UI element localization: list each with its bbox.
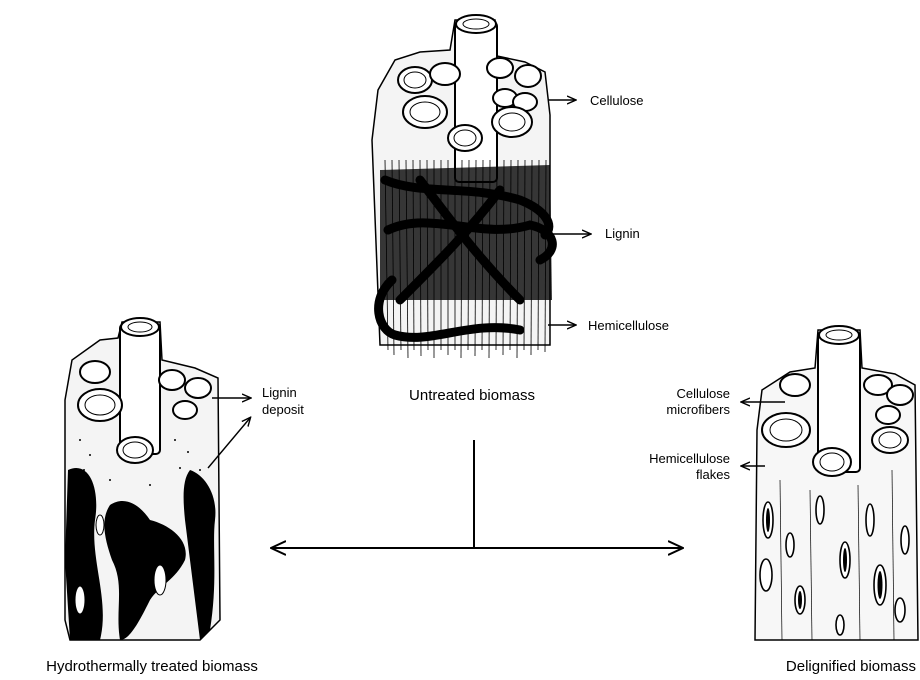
hemicellulose-flakes-label-line1: Hemicellulose (649, 451, 730, 466)
untreated-biomass-illustration (372, 15, 552, 358)
treatment-branch-arrows (272, 440, 682, 548)
lignin-deposit-label-line2: deposit (262, 402, 304, 417)
lignin-deposit-label-line1: Lignin (262, 385, 297, 400)
untreated-caption: Untreated biomass (409, 387, 535, 404)
delignified-caption: Delignified biomass (786, 658, 916, 675)
cellulose-microfibers-label-line2: microfibers (666, 402, 730, 417)
hydrothermal-biomass-illustration (65, 318, 220, 640)
lignin-label: Lignin (605, 226, 640, 241)
hemicellulose-flakes-label-line2: flakes (696, 467, 730, 482)
delignified-biomass-illustration (755, 326, 918, 640)
hydrothermal-caption: Hydrothermally treated biomass (46, 658, 258, 675)
hemicellulose-label: Hemicellulose (588, 318, 669, 333)
cellulose-label: Cellulose (590, 93, 643, 108)
cellulose-microfibers-label-line1: Cellulose (677, 386, 730, 401)
